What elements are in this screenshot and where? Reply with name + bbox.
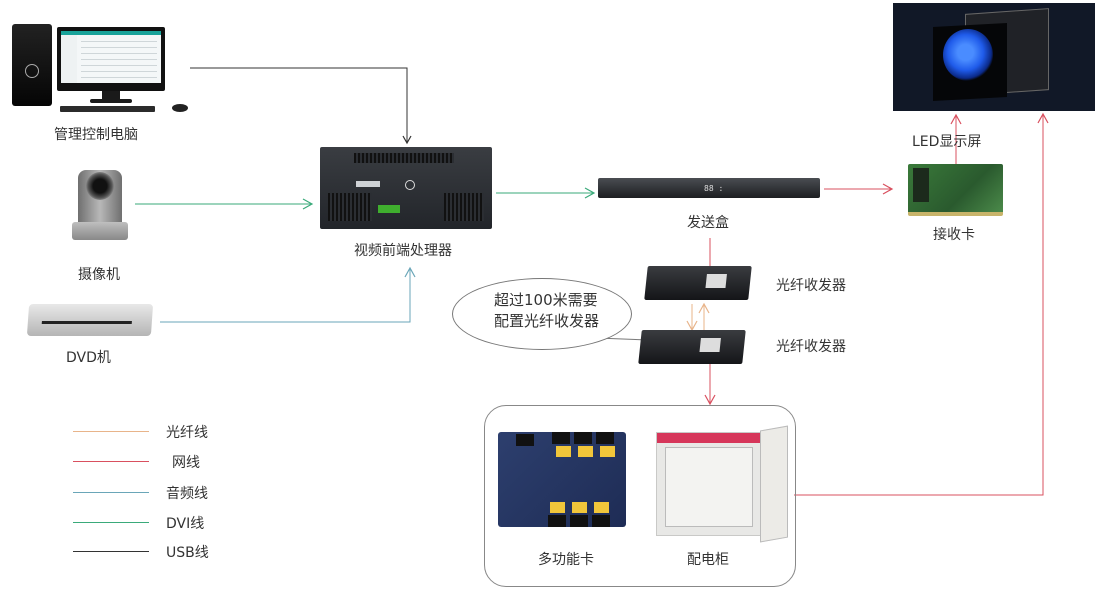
multifunction-card-icon [498,432,626,527]
sender-label: 发送盒 [687,215,729,231]
led-screen-icon [893,3,1095,111]
processor-label: 视频前端处理器 [354,243,452,259]
camera-base [72,222,128,240]
camera-label: 摄像机 [78,267,120,283]
sender-display: 88 : [704,184,724,193]
receiver-card-icon [908,164,1003,216]
legend-line-audio [73,492,149,493]
keyboard-icon [60,106,155,112]
led-label: LED显示屏 [912,134,982,150]
video-processor-icon [320,147,492,229]
callout-line-2: 配置光纤收发器 [494,312,600,330]
legend-line-dvi [73,522,149,523]
callout-text: 超过100米需要 配置光纤收发器 [494,290,599,332]
legend-label-dvi: DVI线 [166,516,205,532]
monitor-base [90,99,132,103]
cabinet-door [760,425,788,543]
legend-label-network: 网线 [172,455,200,471]
receiver-label: 接收卡 [933,227,975,243]
power-cabinet-icon [656,432,762,536]
monitor-stand [102,91,120,99]
legend-line-network [73,461,149,462]
fiber-top-label: 光纤收发器 [776,278,846,294]
mouse-icon [172,104,188,112]
audio-wire-dvd-processor [160,266,416,323]
dvd-label: DVD机 [66,350,111,366]
usb-wire-pc-processor [190,67,412,145]
legend-line-fiber [73,431,149,432]
computer-icon [12,24,52,106]
callout-line-1: 超过100米需要 [494,291,598,309]
legend-label-usb: USB线 [166,545,209,561]
multifunction-card-label: 多功能卡 [538,552,594,568]
camera-lens [86,172,114,200]
flower-image [943,29,993,81]
cabinet-label: 配电柜 [687,552,729,568]
net-wire-group-led [794,112,1049,496]
legend-line-usb [73,551,149,552]
power-icon [405,180,415,190]
dvd-player-icon [26,304,154,336]
pc-label: 管理控制电脑 [54,127,138,143]
fiber-transceiver-top-icon [644,266,752,300]
sender-box-icon: 88 : [598,178,820,198]
legend-label-audio: 音频线 [166,486,208,502]
monitor-icon [57,27,165,91]
callout-bubble [452,278,632,350]
legend-label-fiber: 光纤线 [166,425,208,441]
fiber-bottom-label: 光纤收发器 [776,339,846,355]
control-group-box [484,405,796,587]
fiber-transceiver-bottom-icon [638,330,746,364]
